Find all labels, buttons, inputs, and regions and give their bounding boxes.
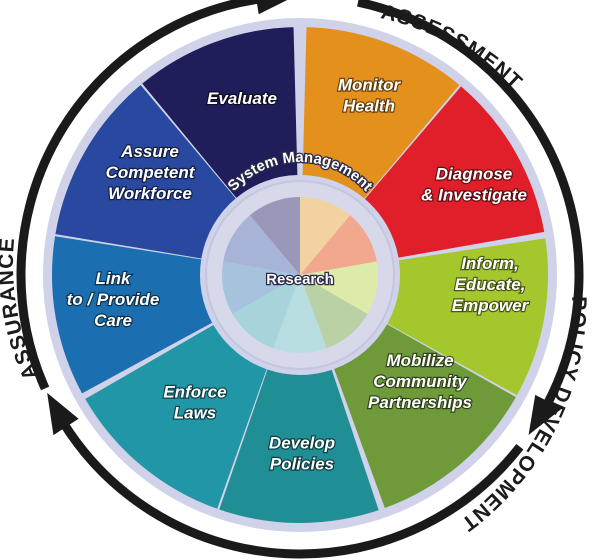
hub-slice bbox=[223, 215, 300, 275]
hub-slice bbox=[232, 275, 300, 349]
label-line: Develop bbox=[269, 434, 335, 453]
segment-mobilize-community-partnerships bbox=[334, 324, 516, 509]
label-evaluate: Evaluate bbox=[207, 89, 277, 108]
hub-slice bbox=[300, 197, 351, 275]
label-line: Health bbox=[343, 97, 395, 116]
hub-segments bbox=[222, 197, 378, 353]
phase-arc bbox=[16, 0, 262, 391]
label-line: Assure bbox=[120, 142, 179, 161]
label-line: Monitor bbox=[338, 76, 402, 95]
label-line: Policies bbox=[270, 455, 334, 474]
label-line: Diagnose bbox=[436, 165, 513, 184]
label-line: Partnerships bbox=[368, 393, 472, 412]
label-line: Enforce bbox=[163, 383, 226, 402]
hub-slice bbox=[300, 275, 368, 349]
label-line: Care bbox=[94, 311, 132, 330]
segment-develop-policies bbox=[219, 369, 379, 523]
hub-slice bbox=[222, 261, 300, 314]
label-line: Link bbox=[96, 269, 132, 288]
segment-evaluate bbox=[142, 27, 298, 198]
arrowhead-icon bbox=[528, 394, 562, 436]
phase-arc bbox=[59, 420, 524, 559]
label-line: Laws bbox=[174, 404, 217, 423]
segment-inform-educate-empower bbox=[387, 238, 548, 396]
phase-arc bbox=[357, 0, 584, 409]
hub-slice bbox=[249, 197, 300, 275]
hub-center-label: Research bbox=[266, 271, 334, 288]
service-segments bbox=[52, 27, 548, 523]
label-diagnose-investigate: Diagnose & Investigate bbox=[421, 165, 527, 205]
segment-enforce-laws bbox=[85, 325, 267, 509]
label-line: & Investigate bbox=[421, 186, 527, 205]
segment-diagnose-investigate bbox=[364, 86, 545, 258]
hub-slice bbox=[300, 261, 378, 314]
hub-slice bbox=[300, 215, 377, 275]
arrowhead-icon bbox=[47, 392, 79, 436]
label-line: Workforce bbox=[108, 184, 192, 203]
segment-link-to-provide-care bbox=[52, 236, 213, 394]
label-line: Inform, bbox=[461, 254, 519, 273]
hub-slice bbox=[273, 275, 327, 353]
label-line: Community bbox=[373, 372, 468, 391]
label-line: Evaluate bbox=[207, 89, 277, 108]
label-line: to / Provide bbox=[67, 290, 160, 309]
label-line: Educate, bbox=[455, 275, 526, 294]
phase-cycle-ring bbox=[16, 0, 584, 559]
segment-assure-competent-workforce bbox=[55, 85, 236, 259]
label-line: Empower bbox=[452, 296, 530, 315]
label-inform-educate-empower: Inform, Educate, Empower bbox=[452, 254, 530, 315]
arrowhead-icon bbox=[256, 0, 288, 15]
segment-monitor-health bbox=[302, 27, 460, 199]
label-line: Competent bbox=[106, 163, 196, 182]
label-line: Mobilize bbox=[386, 351, 453, 370]
